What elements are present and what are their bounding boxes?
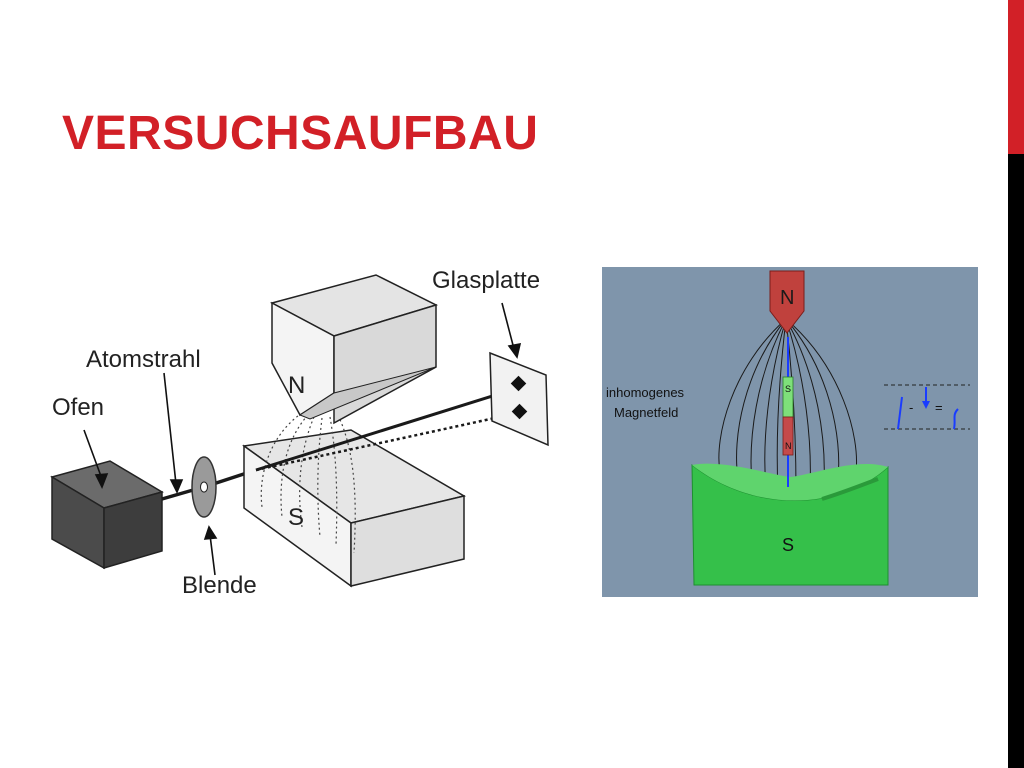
aperture-disc: [191, 456, 217, 518]
oven-cube: [50, 460, 164, 570]
glass-plate-label: Glasplatte: [432, 267, 540, 294]
south-pole-label: S: [782, 535, 794, 555]
field-label-line2: Magnetfeld: [614, 405, 678, 420]
side-bar: [1008, 154, 1024, 768]
dipole-top-label: S: [785, 384, 791, 394]
pointer-arrows: [83, 302, 522, 576]
magnetic-field-lines: [718, 318, 858, 492]
force-diagram: [884, 384, 970, 430]
south-pole-block: [691, 463, 889, 586]
north-pole-label: N: [288, 372, 305, 399]
apparatus-diagram: Ofen Atomstrahl Blende Glasplatte N S: [50, 267, 549, 599]
north-pole-magnet: [269, 274, 439, 425]
field-diagram: inhomogenes Magnetfeld N S S N - =: [602, 267, 978, 597]
dipole-magnet: [782, 376, 794, 456]
glass-plate: [489, 351, 549, 447]
aperture-label: Blende: [182, 572, 257, 599]
north-pole-label: N: [780, 287, 794, 309]
field-label-line1: inhomogenes: [606, 385, 685, 400]
force-minus-label: -: [909, 400, 913, 415]
field-lines-dotted: [260, 412, 356, 554]
split-beam: [255, 386, 519, 472]
atom-beam-label: Atomstrahl: [86, 346, 201, 373]
south-pole-block: [242, 429, 466, 588]
dipole-bottom-label: N: [785, 441, 792, 451]
accent-bar: [1008, 0, 1024, 154]
force-equals-label: =: [935, 400, 943, 415]
south-pole-label: S: [288, 504, 304, 531]
slide-title: VERSUCHSAUFBAU: [62, 107, 539, 160]
north-pole-tip: [769, 270, 805, 334]
oven-label: Ofen: [52, 394, 104, 421]
